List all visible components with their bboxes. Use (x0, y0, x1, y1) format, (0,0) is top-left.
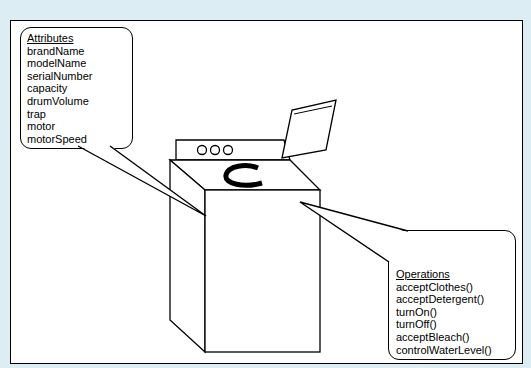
list-item: drumVolume (27, 95, 132, 108)
list-item: turnOn() (396, 306, 515, 319)
list-item: modelName (27, 57, 132, 70)
list-item: serialNumber (27, 70, 132, 83)
callout-heading: Operations (396, 268, 515, 281)
callout-heading: Attributes (27, 32, 132, 45)
list-item: acceptBleach() (396, 331, 515, 344)
list-item: capacity (27, 82, 132, 95)
callout-bubble: OperationsacceptClothes()acceptDetergent… (388, 230, 516, 360)
list-item: trap (27, 108, 132, 121)
list-item: motorSpeed (27, 133, 132, 146)
list-item: motor (27, 120, 132, 133)
list-item: turnOff() (396, 318, 515, 331)
list-item: brandName (27, 45, 132, 58)
list-item: acceptClothes() (396, 281, 515, 294)
list-item: controlWaterLevel() (396, 344, 515, 357)
callout-bubble: AttributesbrandNamemodelNameserialNumber… (20, 27, 133, 149)
list-item: acceptDetergent() (396, 293, 515, 306)
